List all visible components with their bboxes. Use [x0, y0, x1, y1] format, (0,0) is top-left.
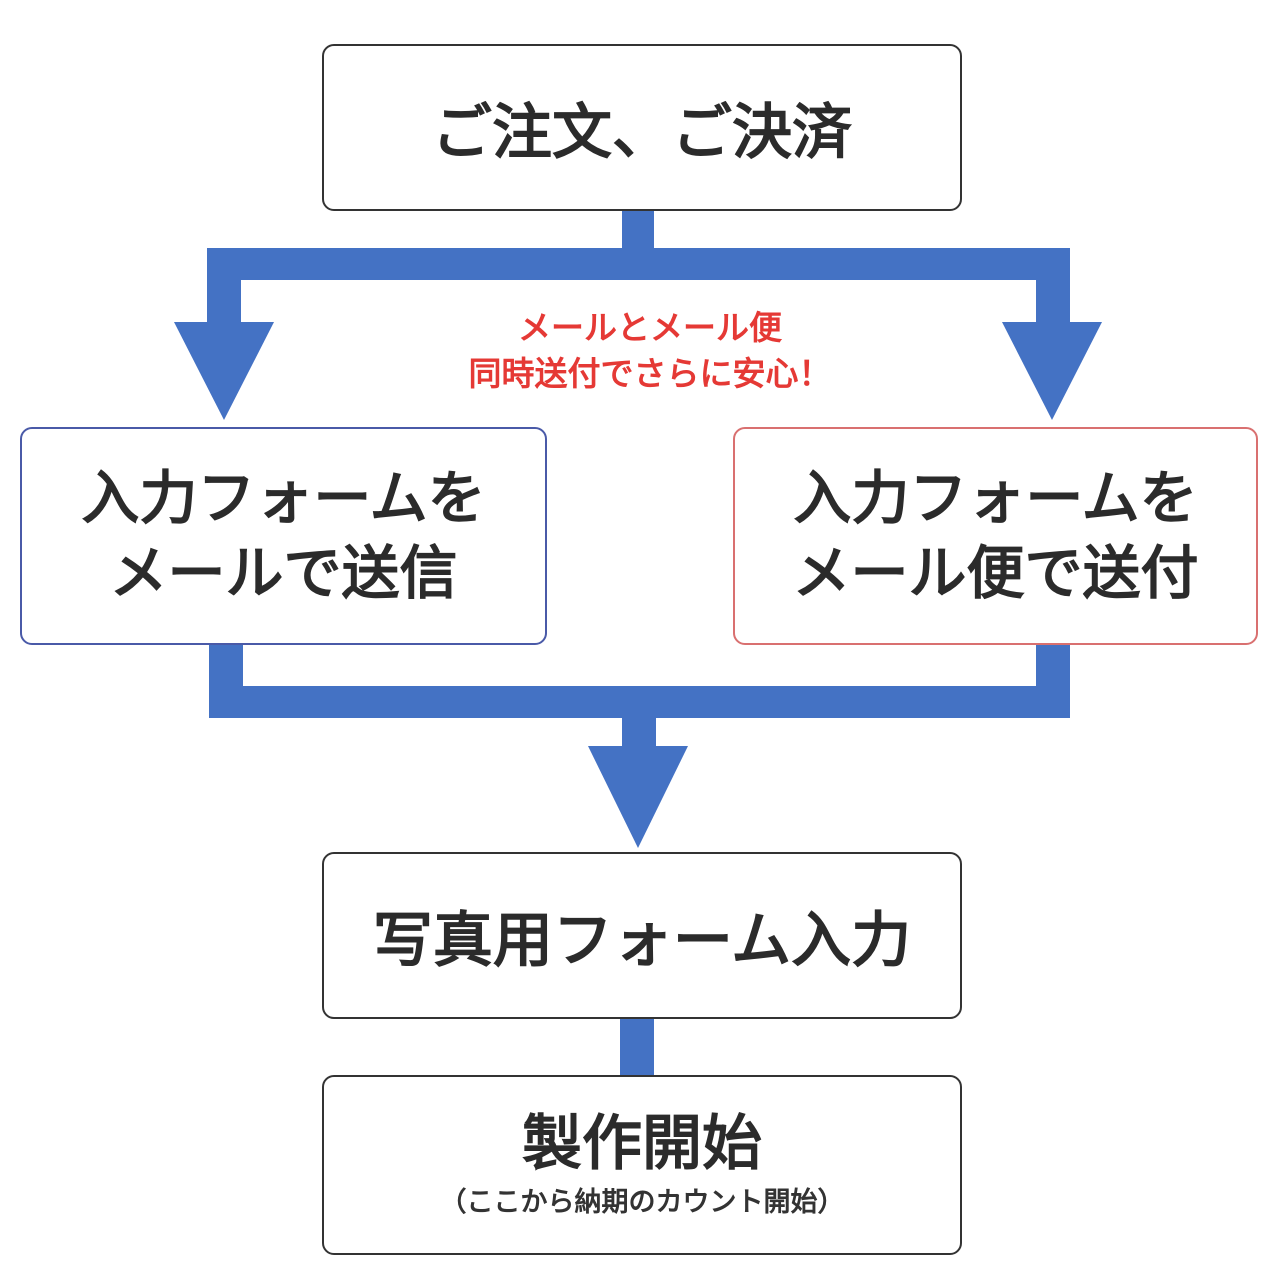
note-line-2: 同時送付でさらに安心！ [468, 354, 832, 394]
arrowhead-left [174, 322, 274, 420]
step-photo-form-label: 写真用フォーム入力 [372, 906, 912, 976]
reassurance-note: メールとメール便 同時送付でさらに安心！ [380, 305, 920, 397]
step-production-start: 製作開始 （ここから納期のカウント開始） [322, 1075, 962, 1255]
step-order-payment: ご注文、ご決済 [322, 44, 962, 211]
connector-left-down [207, 248, 241, 325]
connector-group [174, 208, 1102, 1077]
step-send-form-by-email: 入力フォームを メールで送信 [20, 427, 547, 645]
step-production-start-sublabel: （ここから納期のカウント開始） [439, 1186, 845, 1218]
step-photo-form-entry: 写真用フォーム入力 [322, 852, 962, 1019]
step-email-line-1: 入力フォームを [81, 463, 486, 532]
step-send-form-by-mail-delivery: 入力フォームを メール便で送付 [733, 427, 1258, 645]
step-email-line-2: メールで送信 [109, 539, 458, 607]
arrowhead-center [588, 746, 688, 848]
step-post-line-2: メール便で送付 [792, 539, 1199, 607]
connector-right-down [1036, 248, 1070, 325]
connector-merge-stem [622, 700, 656, 750]
connector-split-bar [207, 248, 1070, 280]
connector-final-link [620, 1017, 654, 1077]
note-line-1: メールとメール便 [518, 308, 782, 347]
arrowhead-right [1002, 322, 1102, 420]
step-post-line-1: 入力フォームを [793, 463, 1198, 532]
step-order-payment-label: ご注文、ご決済 [432, 98, 852, 168]
step-production-start-label: 製作開始 [522, 1108, 762, 1179]
